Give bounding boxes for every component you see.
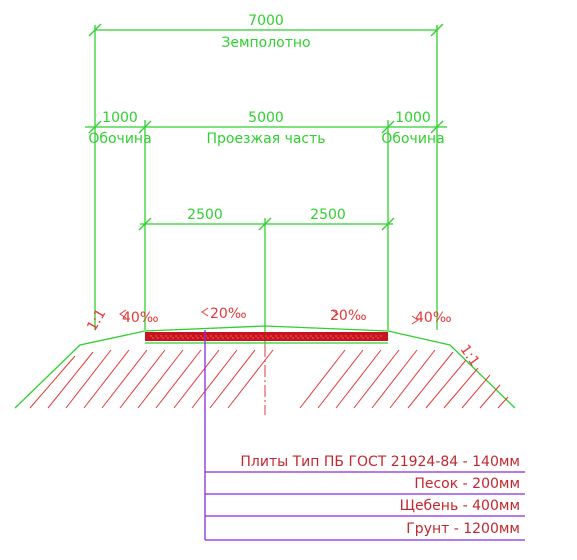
pavement-hatch	[150, 335, 385, 339]
left-shoulder-width-label: 1000	[102, 110, 138, 126]
subgrade-name-label: Земполотно	[221, 35, 310, 51]
tick	[88, 120, 102, 134]
right-carriageway-slope: 20‰	[330, 308, 367, 324]
tick	[381, 120, 395, 134]
layer-callout	[204, 330, 525, 541]
carriageway-width-label: 5000	[248, 110, 284, 126]
embankment-outline	[14, 325, 516, 409]
tick	[381, 217, 395, 231]
pavement-structure	[145, 332, 388, 341]
left-carriageway-slope: 20‰	[210, 306, 247, 322]
layer-label-4: Грунт - 1200мм	[406, 521, 520, 537]
tick	[430, 23, 444, 37]
right-shoulder-width-label: 1000	[395, 110, 431, 126]
right-shoulder-name-label: Обочина	[381, 131, 444, 147]
tick	[88, 23, 102, 37]
left-half-width-label: 2500	[187, 207, 223, 223]
carriageway-name-label: Проезжая часть	[206, 131, 325, 147]
left-shoulder-name-label: Обочина	[88, 131, 151, 147]
tick	[138, 217, 152, 231]
tick	[138, 120, 152, 134]
slope-arrows	[119, 307, 419, 325]
layer-label-1: Плиты Тип ПБ ГОСТ 21924-84 - 140мм	[240, 454, 520, 470]
right-shoulder-slope: 40‰	[415, 310, 452, 326]
tick	[258, 217, 272, 231]
right-half-width-label: 2500	[310, 207, 346, 223]
soil-hatching	[29, 349, 509, 409]
left-embankment-slope: 1:1	[84, 306, 109, 334]
right-embankment-slope: 1:1	[456, 342, 482, 370]
tick	[430, 120, 444, 134]
layer-label-2: Песок - 200мм	[414, 476, 520, 492]
subgrade-width-label: 7000	[248, 13, 284, 29]
layer-label-3: Щебень - 400мм	[400, 498, 520, 514]
left-shoulder-slope: 40‰	[122, 310, 159, 326]
road-profile	[14, 325, 516, 415]
dimension-lines	[85, 23, 447, 345]
